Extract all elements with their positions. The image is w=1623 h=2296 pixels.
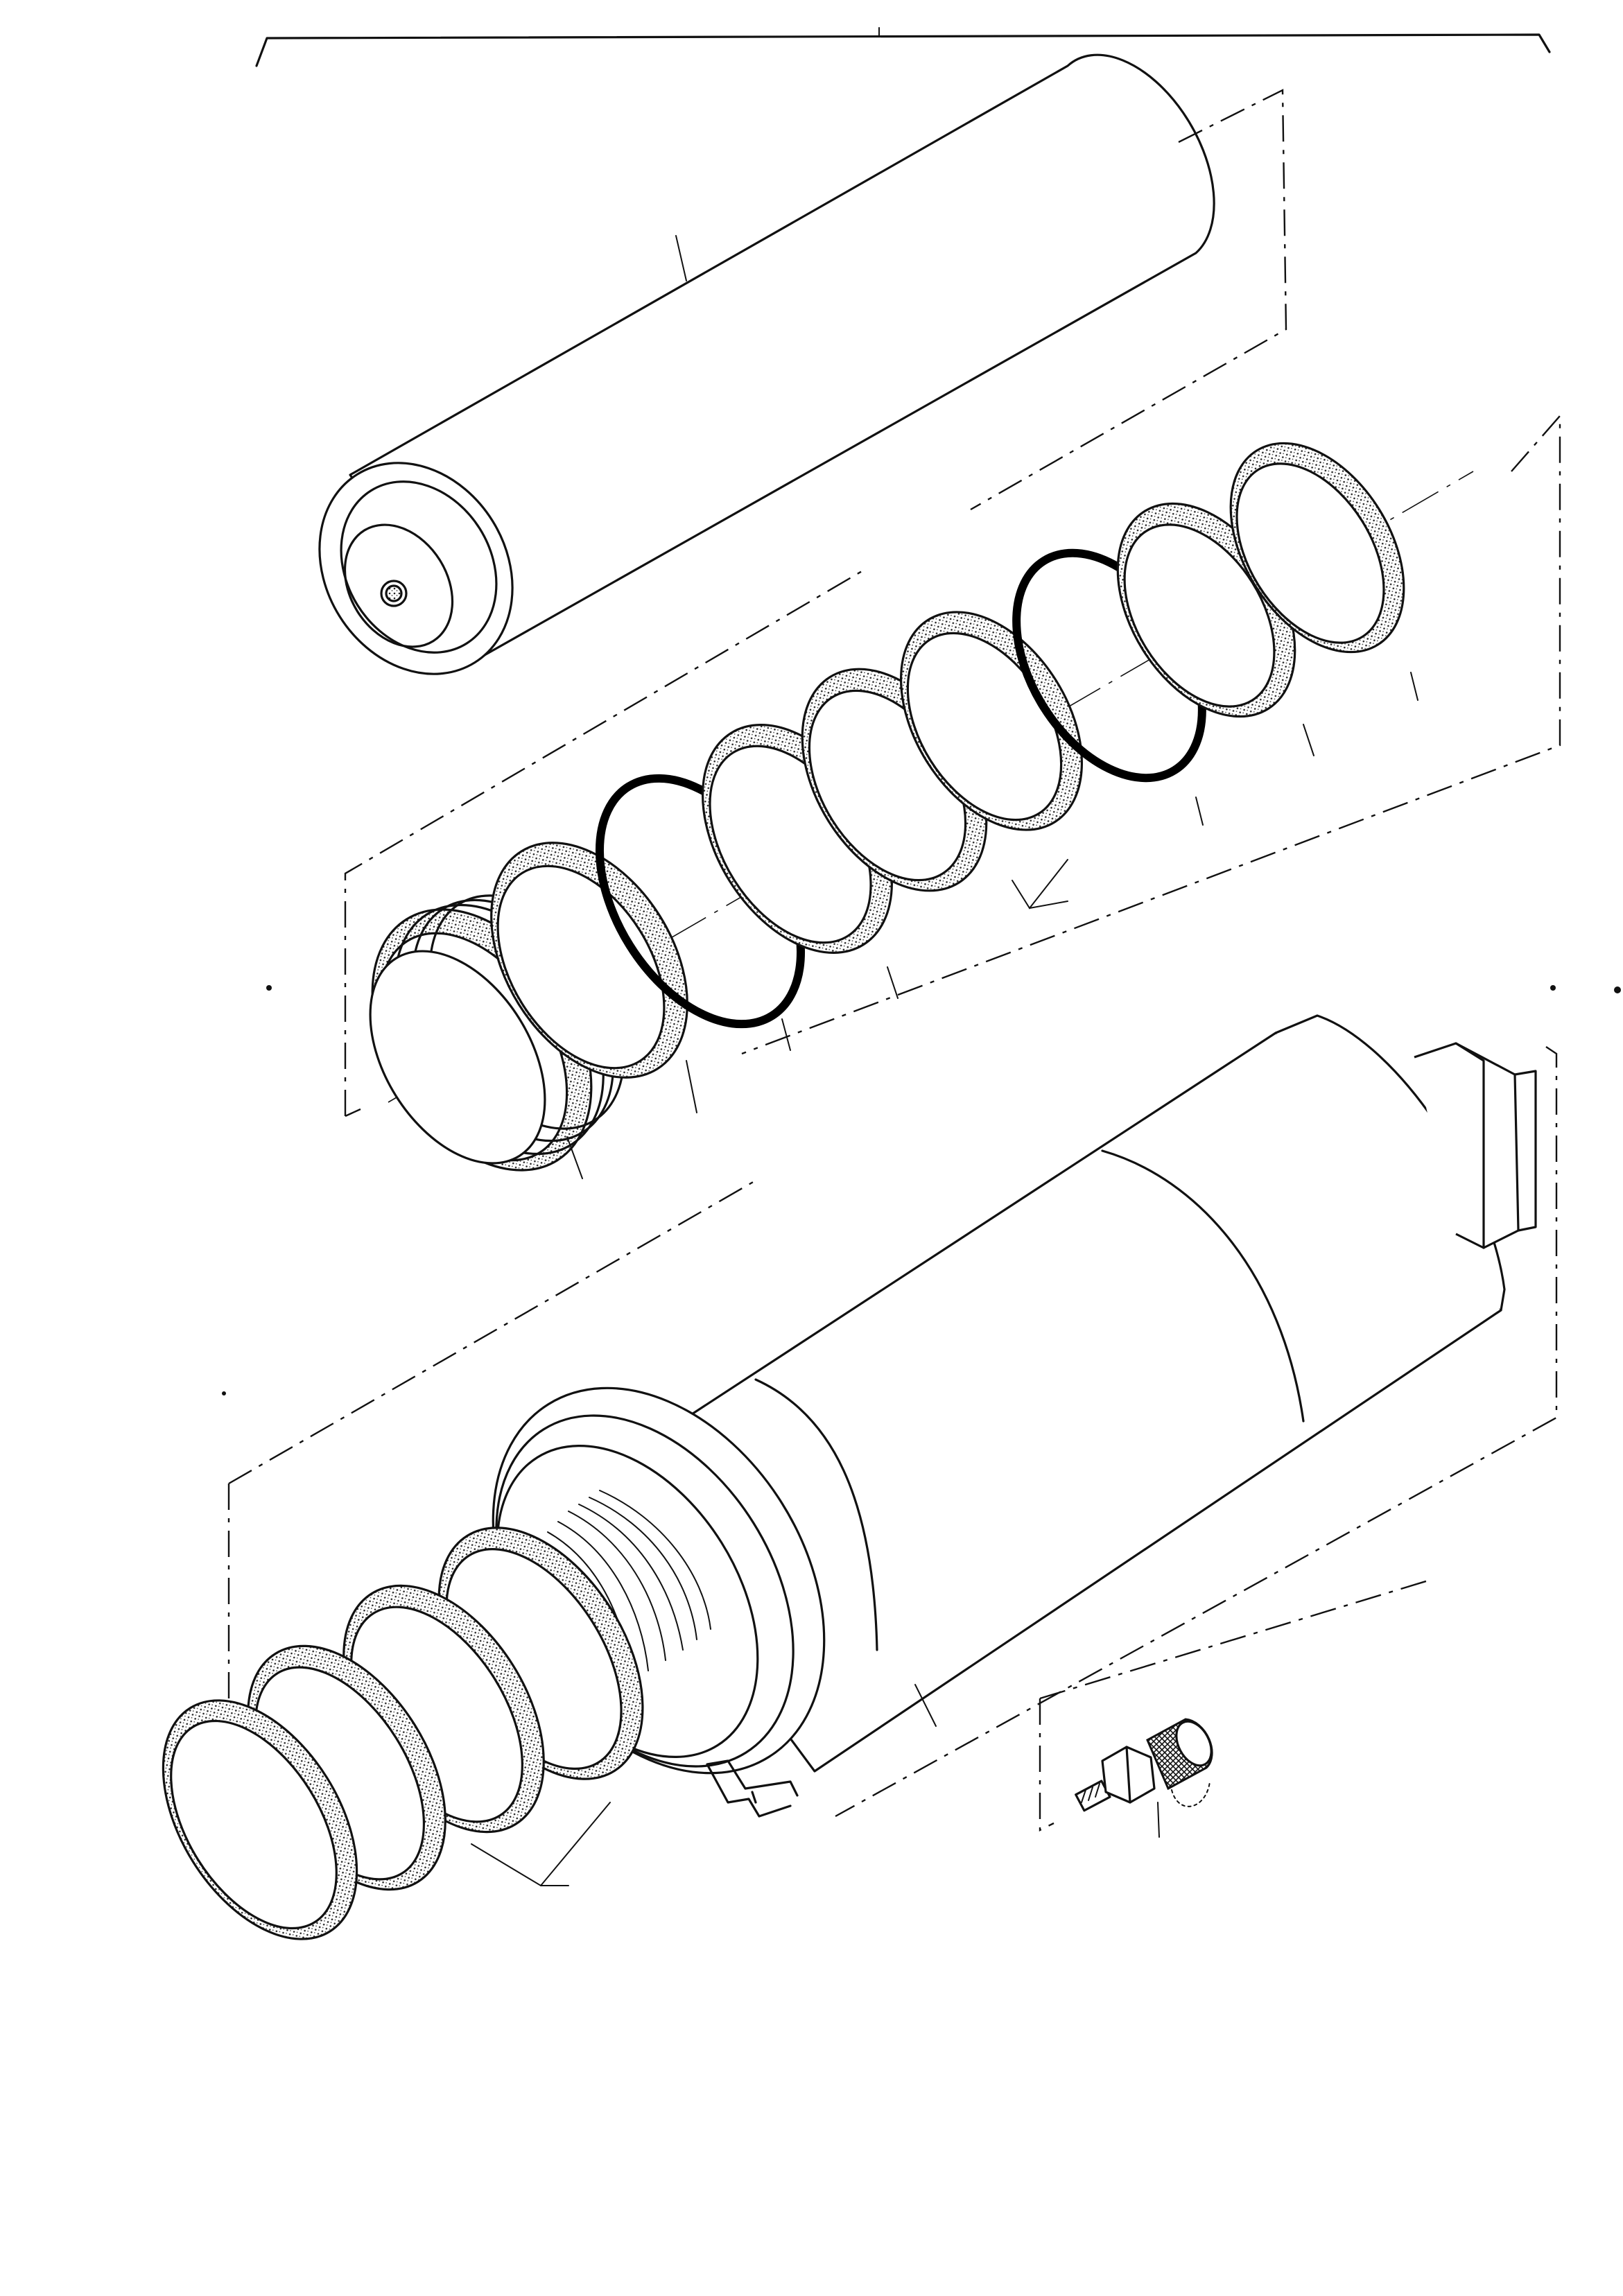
title-frame-bracket: [255, 27, 1551, 67]
seal-ring-2: [490, 842, 697, 1113]
seal-ring-6: [899, 611, 1084, 831]
piston-ring-4: [162, 1699, 358, 1940]
scan-mark-1: [266, 985, 272, 991]
scan-mark-3: [1614, 986, 1621, 993]
grease-fitting-with-cap: [1039, 1579, 1429, 1838]
rod-seal-kit: [344, 413, 1561, 1179]
seal-ring-9: [1229, 442, 1418, 701]
piston-rod-bracket: [970, 89, 1287, 511]
piston-rod: [318, 53, 1215, 675]
scan-mark-4: [222, 1391, 226, 1395]
scan-mark-2: [1550, 985, 1556, 991]
piston-ring-set: [162, 1527, 644, 1940]
